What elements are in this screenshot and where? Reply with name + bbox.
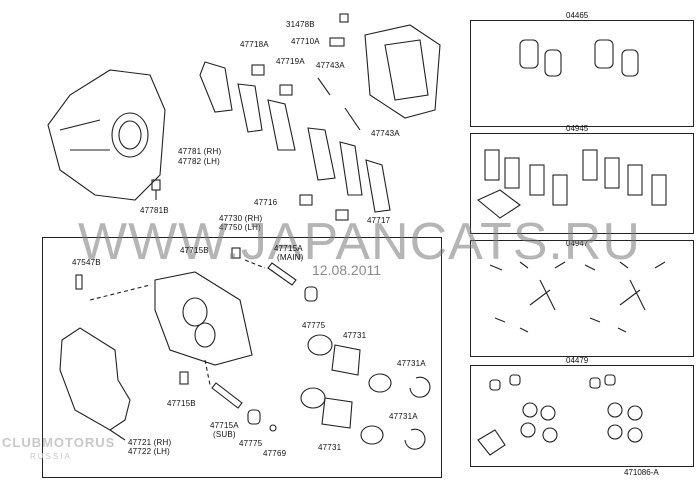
part-label[interactable]: 47731A bbox=[397, 359, 426, 368]
bracket-leader bbox=[109, 429, 126, 441]
kit-code[interactable]: 04945 bbox=[566, 124, 589, 133]
kit-04947-contents bbox=[489, 261, 666, 333]
part-label[interactable]: 47781B bbox=[140, 206, 169, 215]
part-label[interactable]: 47775 bbox=[239, 439, 263, 448]
site-logo: CLUBMOTORUS bbox=[2, 435, 116, 450]
part-label[interactable]: 47730 (RH) bbox=[219, 214, 263, 223]
watermark: WWW.JAPANCATS.RU bbox=[78, 213, 641, 271]
pistons-and-seals[interactable] bbox=[300, 334, 431, 450]
kit-code[interactable]: 04947 bbox=[566, 239, 589, 248]
kit-04479-contents bbox=[477, 374, 643, 456]
part-label[interactable]: 47782 (LH) bbox=[178, 157, 221, 166]
kit-box-04945[interactable] bbox=[470, 133, 694, 234]
caliper-group-frame bbox=[42, 237, 442, 478]
date-stamp: 12.08.2011 bbox=[312, 262, 382, 278]
part-label: (MAIN) bbox=[277, 253, 304, 262]
part-label[interactable]: 47721 (RH) bbox=[128, 438, 172, 447]
part-label[interactable]: 47769 bbox=[263, 449, 287, 458]
pins-and-bolts[interactable] bbox=[75, 247, 318, 432]
kit-box-04947[interactable] bbox=[470, 240, 694, 357]
part-label[interactable]: 47715B bbox=[180, 246, 209, 255]
part-label[interactable]: 47722 (LH) bbox=[128, 447, 171, 456]
site-logo-sub: RUSSIA bbox=[30, 452, 72, 461]
part-label[interactable]: 47731A bbox=[389, 412, 418, 421]
clips[interactable] bbox=[251, 64, 361, 221]
part-label[interactable]: 47717 bbox=[367, 216, 391, 225]
part-label[interactable]: 47547B bbox=[72, 258, 101, 267]
part-label[interactable]: 47715A bbox=[210, 421, 239, 430]
kit-04945-contents bbox=[476, 149, 667, 219]
bolt-47781b[interactable] bbox=[151, 179, 161, 200]
part-label[interactable]: 47716 bbox=[254, 198, 278, 207]
kit-box-04479[interactable] bbox=[470, 365, 694, 467]
dust-shield[interactable] bbox=[47, 69, 166, 201]
part-label[interactable]: 47775 bbox=[302, 321, 326, 330]
part-label[interactable]: 47743A bbox=[371, 129, 400, 138]
part-label[interactable]: 47743A bbox=[316, 61, 345, 70]
kit-code[interactable]: 04479 bbox=[566, 356, 589, 365]
part-label[interactable]: 47731 bbox=[343, 331, 367, 340]
part-label[interactable]: 47710A bbox=[291, 37, 320, 46]
part-label[interactable]: 47750 (LH) bbox=[219, 223, 262, 232]
part-label[interactable]: 47781 (RH) bbox=[178, 147, 222, 156]
part-label[interactable]: 31478B bbox=[286, 20, 315, 29]
kit-04465-contents bbox=[519, 39, 639, 77]
part-label: (SUB) bbox=[213, 430, 236, 439]
kit-code[interactable]: 04465 bbox=[566, 11, 589, 20]
upper-pads[interactable] bbox=[199, 61, 391, 213]
dashed-leader bbox=[89, 259, 266, 386]
part-label[interactable]: 47718A bbox=[240, 40, 269, 49]
caliper-assembly-upper[interactable] bbox=[329, 13, 441, 119]
part-label[interactable]: 47715A bbox=[274, 244, 303, 253]
part-label[interactable]: 47715B bbox=[167, 399, 196, 408]
caliper-body[interactable] bbox=[154, 271, 253, 366]
part-label[interactable]: 47731 bbox=[318, 443, 342, 452]
diagram-reference: 471086-A bbox=[624, 468, 659, 477]
mounting-bracket[interactable] bbox=[59, 327, 131, 431]
part-label[interactable]: 47719A bbox=[276, 57, 305, 66]
kit-box-04465[interactable] bbox=[470, 20, 694, 127]
